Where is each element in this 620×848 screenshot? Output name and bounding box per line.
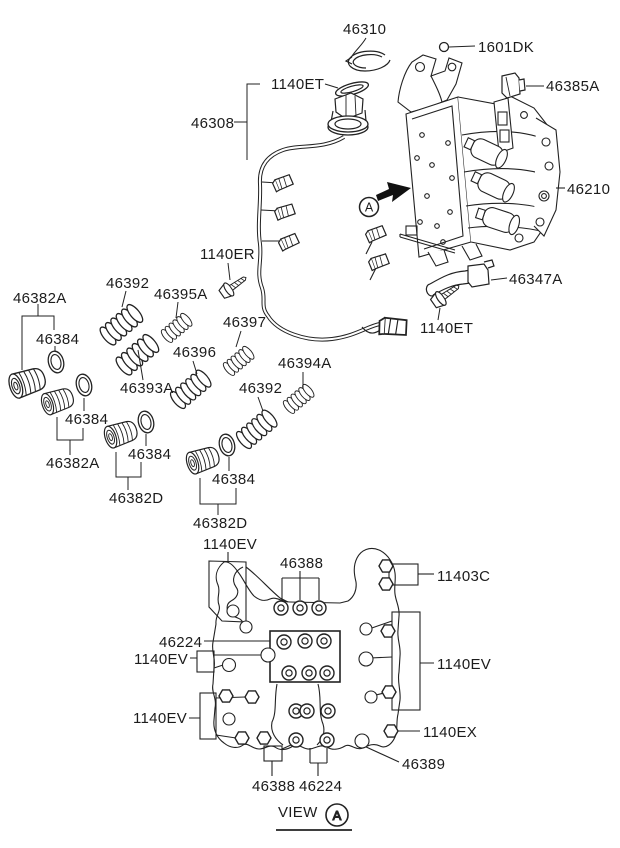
part-label-46394a: 46394A — [278, 355, 332, 372]
detail-a-marker: A — [358, 182, 411, 218]
part-label-46397: 46397 — [223, 314, 267, 331]
pipe-46347a — [425, 259, 508, 297]
washer-1601dk — [438, 41, 476, 53]
part-label-46382d-2: 46382D — [193, 515, 248, 532]
harness-plug — [324, 37, 391, 136]
part-label-46384-4: 46384 — [212, 471, 256, 488]
part-label-1140ev-right: 1140EV — [437, 656, 492, 673]
part-label-46393a: 46393A — [120, 380, 174, 397]
part-label-46384-1: 46384 — [36, 331, 80, 348]
part-label-1140ev-left-lower: 1140EV — [133, 710, 188, 727]
part-label-46308: 46308 — [191, 115, 235, 132]
pistons-group — [5, 304, 238, 515]
bolt-1140et — [428, 278, 465, 321]
connector-46385a — [501, 72, 544, 99]
part-label-46392-2: 46392 — [239, 380, 283, 397]
part-label-46384-2: 46384 — [65, 411, 109, 428]
part-label-11403c: 11403C — [437, 568, 491, 585]
part-label-46388-top: 46388 — [280, 555, 324, 572]
part-label-46382a-1: 46382A — [13, 290, 67, 307]
oring-46384-2 — [73, 371, 95, 399]
part-label-1601dk: 1601DK — [478, 39, 535, 56]
part-label-46392-1: 46392 — [106, 275, 150, 292]
part-label-46382d-1: 46382D — [109, 490, 164, 507]
part-label-1140et-bolt: 1140ET — [420, 320, 474, 337]
part-label-1140ev-left-upper: 1140EV — [134, 651, 189, 668]
oring-46384-1 — [45, 348, 67, 376]
detail-arrow-icon — [376, 182, 411, 202]
view-a-title: VIEW — [278, 804, 318, 821]
part-label-46388-bottom: 46388 — [252, 778, 296, 795]
oring-46384-3 — [135, 408, 157, 436]
bolt-1140er — [216, 262, 251, 302]
part-label-46389: 46389 — [402, 756, 446, 773]
piston-46382a-1 — [5, 364, 49, 401]
spring-46392-2 — [233, 407, 281, 452]
part-label-46385a: 46385A — [546, 78, 600, 95]
part-label-46224-bottom: 46224 — [299, 778, 343, 795]
part-label-1140et-top: 1140ET — [271, 76, 325, 93]
part-label-1140ex: 1140EX — [423, 724, 478, 741]
valve-body-46210 — [397, 54, 565, 267]
view-a-letter: A — [333, 808, 342, 823]
part-label-46224-left: 46224 — [159, 634, 203, 651]
spring-46396 — [167, 367, 215, 412]
part-label-46310: 46310 — [343, 21, 387, 38]
part-label-46382a-2: 46382A — [46, 455, 100, 472]
harness-46308 — [256, 135, 411, 342]
spring-46394a — [280, 382, 317, 416]
springs-group — [96, 290, 317, 452]
part-label-1140ev-top: 1140EV — [203, 536, 258, 553]
part-label-46347a: 46347A — [509, 271, 563, 288]
view-a-bottom: A — [189, 547, 434, 831]
detail-a-letter: A — [365, 201, 374, 215]
part-label-46210: 46210 — [567, 181, 611, 198]
oring-46384-4 — [216, 431, 238, 459]
part-label-46396: 46396 — [173, 344, 217, 361]
part-label-46384-3: 46384 — [128, 446, 172, 463]
part-label-1140er: 1140ER — [200, 246, 255, 263]
bracket-46308 — [234, 83, 260, 160]
view-a-circle — [325, 803, 349, 827]
spring-46397 — [220, 344, 257, 378]
part-label-46395a: 46395A — [154, 286, 208, 303]
